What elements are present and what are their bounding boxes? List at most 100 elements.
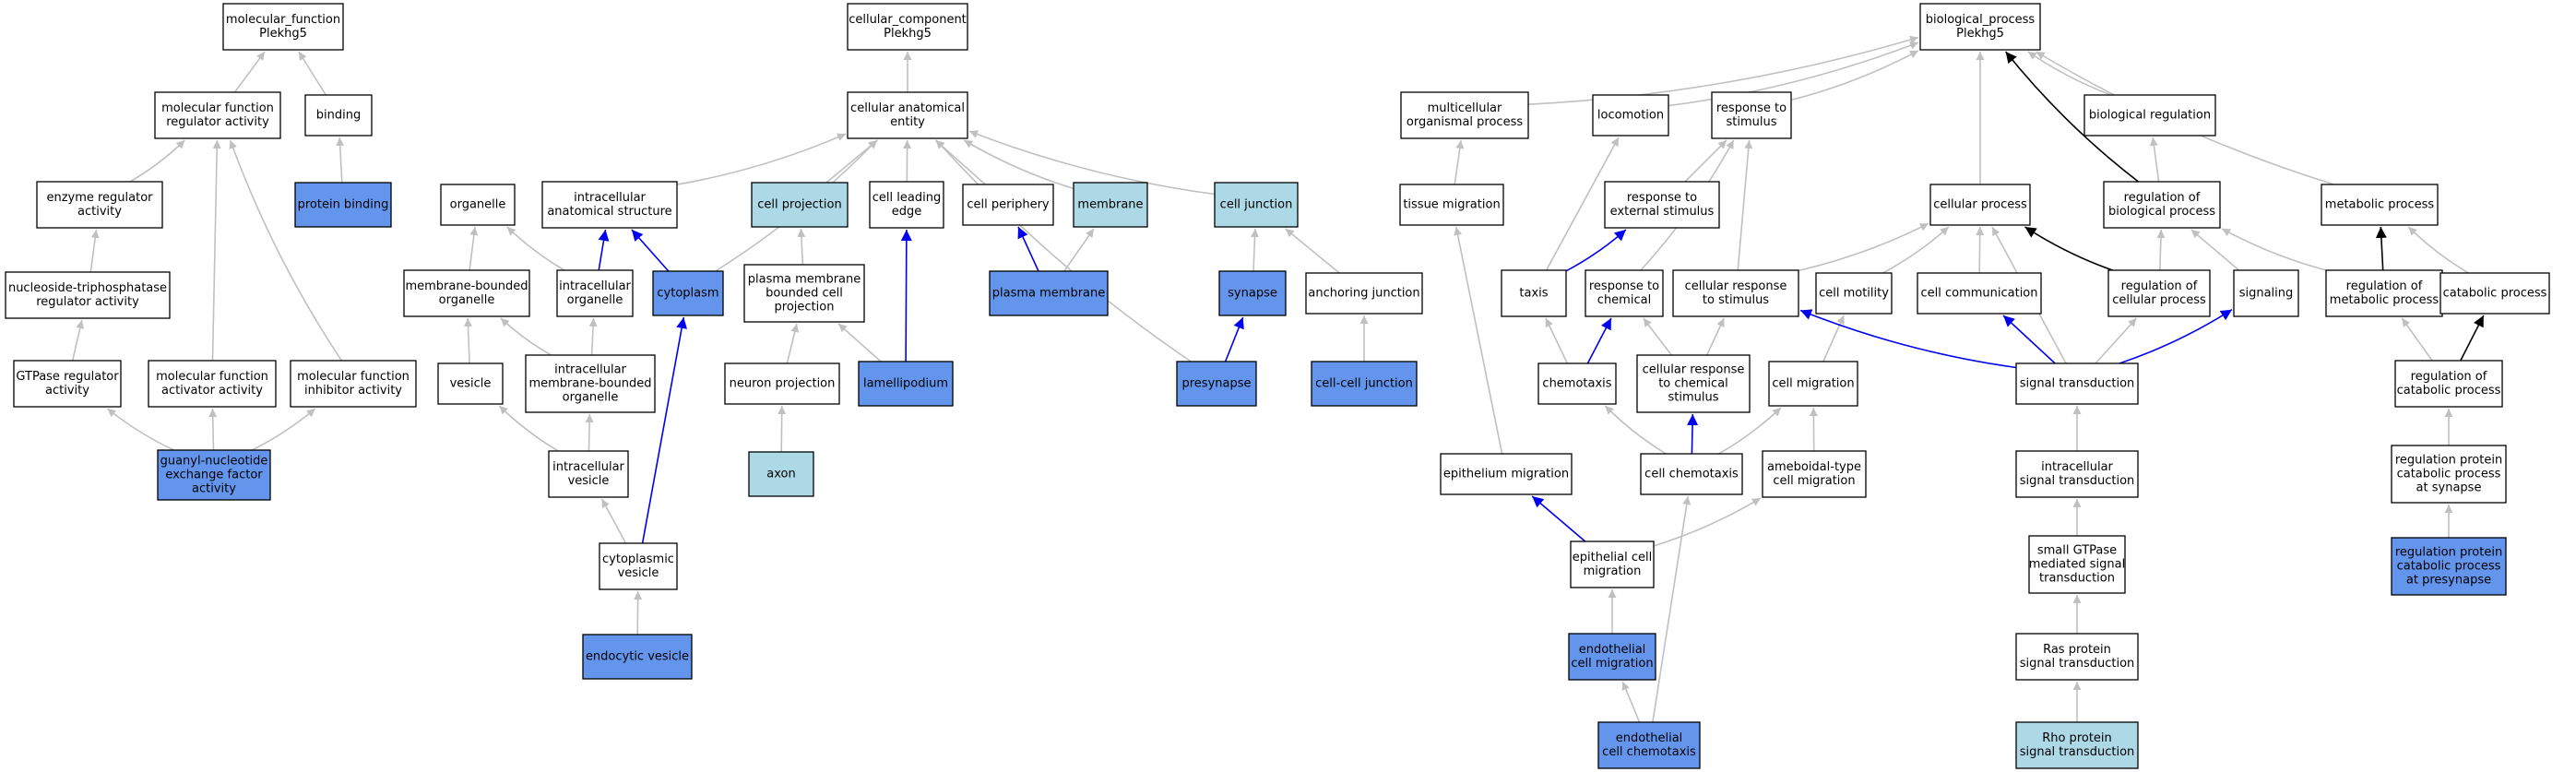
node-cell-comm[interactable]: cell communication bbox=[1917, 272, 2042, 315]
node-metab[interactable]: metabolic process bbox=[2321, 184, 2439, 226]
node-label: endocytic vesicle bbox=[586, 650, 689, 664]
node-protein-binding[interactable]: protein binding bbox=[294, 182, 392, 228]
node-label: molecular_function bbox=[226, 13, 340, 27]
node-neuron-proj[interactable]: neuron projection bbox=[724, 362, 840, 405]
node-synapse[interactable]: synapse bbox=[1218, 270, 1287, 316]
node-locomotion[interactable]: locomotion bbox=[1592, 94, 1669, 137]
node-label: regulator activity bbox=[166, 115, 269, 129]
node-label: multicellular bbox=[1428, 101, 1502, 115]
node-plasma-membrane[interactable]: plasma membrane bbox=[989, 270, 1109, 316]
node-box bbox=[403, 269, 530, 317]
node-anch-junction[interactable]: anchoring junction bbox=[1305, 272, 1423, 315]
node-vesicle[interactable]: vesicle bbox=[437, 362, 504, 405]
node-lamellipodium[interactable]: lamellipodium bbox=[858, 361, 954, 407]
edge-intra_org-to-organelle bbox=[506, 226, 565, 271]
node-membrane[interactable]: membrane bbox=[1073, 182, 1148, 228]
node-cell-chemo[interactable]: cell chemotaxis bbox=[1640, 453, 1743, 495]
node-endo-ves[interactable]: endocytic vesicle bbox=[582, 634, 693, 680]
node-tissue-mig[interactable]: tissue migration bbox=[1399, 184, 1504, 226]
node-label: exchange factor bbox=[165, 469, 263, 482]
node-cytoplasm[interactable]: cytoplasm bbox=[652, 270, 724, 316]
node-axon[interactable]: axon bbox=[748, 451, 814, 497]
node-sig-trans[interactable]: signal transduction bbox=[2015, 362, 2139, 405]
node-cell-mig[interactable]: cell migration bbox=[1768, 361, 1858, 407]
node-label: at presynapse bbox=[2406, 574, 2491, 588]
node-label: catabolic process bbox=[2397, 384, 2501, 398]
edge-presynapse-to-synapse bbox=[1224, 316, 1244, 362]
node-epi-mig[interactable]: epithelium migration bbox=[1440, 453, 1573, 495]
node-cell-proc[interactable]: cellular process bbox=[1929, 184, 2031, 226]
node-label: endothelial bbox=[1579, 643, 1646, 657]
node-chemotaxis[interactable]: chemotaxis bbox=[1537, 362, 1617, 405]
node-organelle[interactable]: organelle bbox=[440, 184, 516, 226]
edge-sig_trans-to-signaling bbox=[2119, 309, 2233, 364]
node-taxis[interactable]: taxis bbox=[1501, 269, 1567, 317]
edge-crtcs-to-crts bbox=[1705, 317, 1726, 356]
node-label: cellular process bbox=[2112, 293, 2206, 307]
edge-membrane-to-cae bbox=[963, 139, 1074, 190]
node-cell-periph[interactable]: cell periphery bbox=[962, 184, 1054, 226]
node-presynapse[interactable]: presynapse bbox=[1176, 361, 1257, 407]
node-box bbox=[1711, 91, 1792, 139]
node-box bbox=[1640, 453, 1743, 495]
node-ccj[interactable]: cell-cell junction bbox=[1311, 361, 1418, 407]
node-catab[interactable]: catabolic process bbox=[2439, 272, 2550, 315]
node-box bbox=[1400, 91, 1529, 139]
node-bio-reg[interactable]: biological regulation bbox=[2083, 94, 2216, 137]
node-label: inhibitor activity bbox=[304, 384, 402, 398]
node-cell-mot[interactable]: cell motility bbox=[1815, 272, 1893, 315]
node-box bbox=[1501, 269, 1567, 317]
node-binding[interactable]: binding bbox=[304, 94, 373, 137]
edge-imbo-to-intra_org bbox=[588, 317, 598, 356]
node-cell-junction[interactable]: cell junction bbox=[1214, 182, 1299, 228]
node-label: activator activity bbox=[161, 384, 263, 398]
edge-signaling-to-rbp bbox=[2190, 229, 2240, 271]
node-signaling[interactable]: signaling bbox=[2233, 269, 2299, 317]
node-box bbox=[847, 3, 968, 51]
node-cell-proj[interactable]: cell projection bbox=[751, 182, 849, 228]
node-box bbox=[1636, 354, 1751, 413]
node-label: binding bbox=[316, 109, 361, 123]
edge-sig_trans-to-crts bbox=[1799, 309, 2017, 369]
